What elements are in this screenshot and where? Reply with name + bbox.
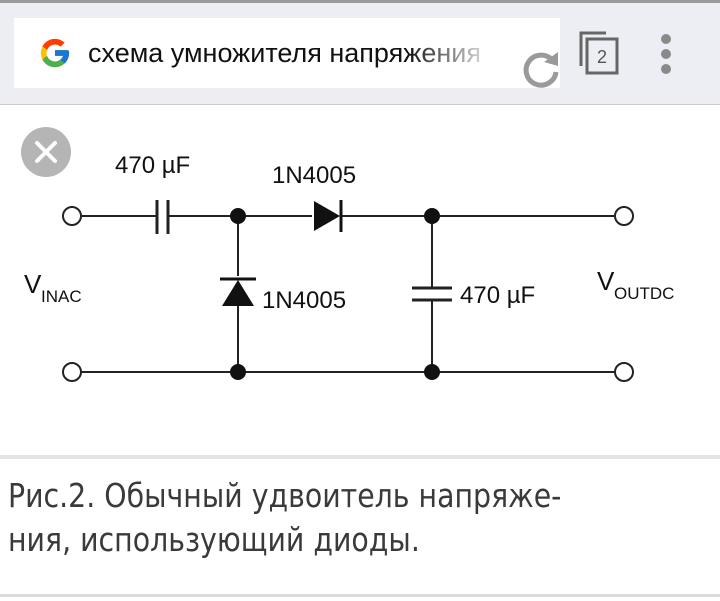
tabs-icon[interactable]: 2 <box>578 30 622 76</box>
output-voltage-label: V <box>597 266 615 296</box>
diode-1-label: 1N4005 <box>272 162 356 189</box>
output-terminal-top <box>614 206 634 226</box>
menu-icon[interactable] <box>659 34 673 78</box>
caption-line-2: ния, использующий диоды. <box>8 520 420 559</box>
capacitor-2-label: 470 µF <box>460 282 535 309</box>
reload-icon[interactable] <box>520 48 562 90</box>
input-terminal-bottom <box>62 362 82 382</box>
circuit-diagram: 470 µF 1N4005 1N4005 470 µF V INAC V OUT… <box>24 152 674 382</box>
output-voltage-subscript: OUTDC <box>614 284 674 303</box>
search-query-text[interactable]: схема умножителя напряжения <box>88 38 481 68</box>
diode-1-symbol <box>314 201 340 231</box>
close-button[interactable] <box>21 127 71 177</box>
address-bar[interactable]: схема умножителя напряжения <box>14 18 560 88</box>
output-terminal-bottom <box>614 362 634 382</box>
browser-toolbar: схема умножителя напряжения 2 <box>0 3 720 105</box>
tab-count: 2 <box>597 47 607 67</box>
top-border <box>0 0 720 3</box>
google-logo-icon <box>40 38 70 68</box>
figure-caption: Рис.2. Обычный удвоитель напряже- ния, и… <box>8 474 561 562</box>
caption-line-1: Рис.2. Обычный удвоитель напряже- <box>8 476 562 515</box>
diode-2-label: 1N4005 <box>262 287 346 314</box>
capacitor-1-label: 470 µF <box>115 152 190 179</box>
input-terminal-top <box>62 206 82 226</box>
close-icon <box>35 141 57 163</box>
input-voltage-label: V <box>24 269 42 299</box>
diode-2-symbol <box>222 280 254 306</box>
divider <box>0 594 720 597</box>
input-voltage-subscript: INAC <box>41 287 82 306</box>
divider <box>0 455 720 459</box>
